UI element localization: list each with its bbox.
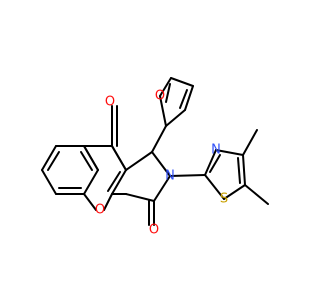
structure-canvas: O O N N S O O (41, 77, 269, 238)
ketone-oxygen-label: O (105, 95, 115, 110)
methyl-groups (242, 129, 269, 205)
molecule-drawing: O O N N S O O (41, 77, 269, 238)
thiazole-ring (169, 149, 246, 200)
lactam-oxygen-label: O (149, 223, 159, 238)
pyranone-ring (83, 145, 127, 211)
pyrrole-nitrogen-label: N (165, 169, 175, 184)
thiazole-sulfur-label: S (220, 192, 228, 207)
benzene-ring (41, 145, 99, 195)
furan-ring (151, 77, 194, 153)
lactam-carbonyl (148, 200, 155, 226)
furan-oxygen-label: O (155, 89, 165, 104)
pyrrolidinone-ring (111, 145, 171, 202)
pyran-oxygen-label: O (95, 203, 105, 218)
ketone-group (111, 105, 118, 147)
atom-labels: O O N N S O O (95, 89, 228, 238)
thiazole-nitrogen-label: N (211, 143, 221, 158)
